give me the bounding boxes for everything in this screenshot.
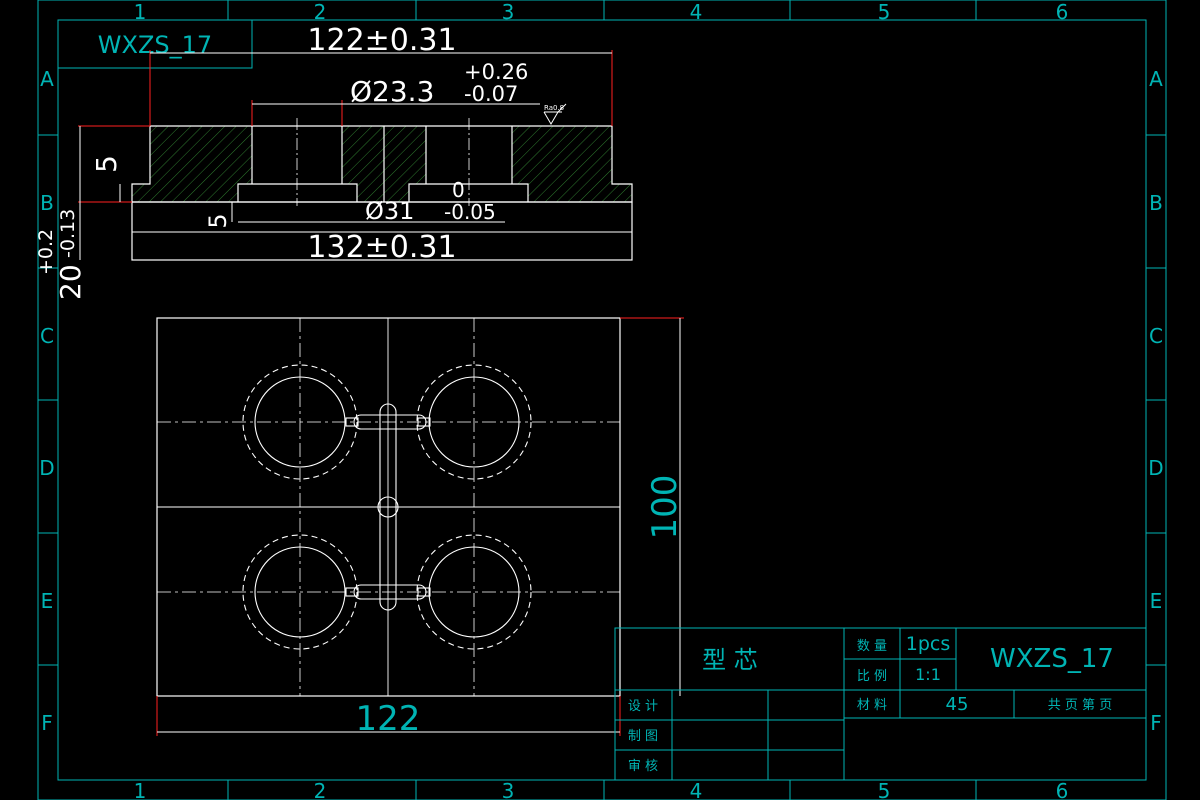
designer-label: 设 计 xyxy=(628,699,658,714)
dim-bore: Ø23.3 xyxy=(350,75,434,108)
row-label-a-right: A xyxy=(1149,67,1163,91)
section-extension-lines xyxy=(78,50,613,203)
row-label-c: C xyxy=(40,324,54,348)
section-view xyxy=(78,50,633,261)
dim-overall-bottom: 132±0.31 xyxy=(307,230,456,265)
row-label-b: B xyxy=(40,191,54,215)
dim-pocket-tol-lower: -0.05 xyxy=(444,200,496,224)
material-value: 45 xyxy=(946,694,969,715)
dim-lower-step: 5 xyxy=(204,213,232,228)
row-label-c-right: C xyxy=(1149,324,1163,348)
roughness-text: Ra0.8 xyxy=(544,104,564,112)
plan-view xyxy=(156,317,684,736)
col-label-5: 5 xyxy=(878,0,891,24)
drawing-number-titleblock: WXZS_17 xyxy=(990,644,1114,674)
section-dimension-lines xyxy=(79,52,632,260)
dim-overall-top: 122±0.31 xyxy=(307,23,456,58)
qty-value: 1pcs xyxy=(906,633,951,655)
col-label-1-bottom: 1 xyxy=(134,779,147,800)
row-label-e: E xyxy=(41,589,54,613)
col-label-3: 3 xyxy=(502,0,515,24)
row-label-d-right: D xyxy=(1148,456,1163,480)
col-label-4: 4 xyxy=(690,0,703,24)
dim-total-height-tol-upper: +0.2 xyxy=(35,229,57,275)
drawing-frame xyxy=(37,0,1167,800)
row-label-d: D xyxy=(39,456,54,480)
section-outline xyxy=(131,125,633,261)
qty-label: 数 量 xyxy=(857,639,887,654)
dim-total-height: 20 xyxy=(54,264,87,300)
plan-dimension-texts: 122 100 xyxy=(356,475,685,739)
dim-bore-tol-lower: -0.07 xyxy=(464,82,518,106)
drafter-label: 制 图 xyxy=(628,729,658,744)
row-label-f: F xyxy=(41,711,53,735)
col-label-2-bottom: 2 xyxy=(314,779,327,800)
row-label-e-right: E xyxy=(1150,589,1163,613)
cavity-hidden-circles xyxy=(242,364,532,650)
cavity-circles xyxy=(254,376,520,638)
material-label: 材 料 xyxy=(857,698,887,713)
dim-plan-height: 100 xyxy=(645,475,685,540)
part-name: 型 芯 xyxy=(702,646,758,674)
runner-system xyxy=(345,403,431,611)
title-block xyxy=(614,627,1147,781)
col-label-6-bottom: 6 xyxy=(1056,779,1069,800)
frame-labels: 1 2 3 4 5 6 1 2 3 4 5 6 A B C D E F A B … xyxy=(39,0,1163,800)
scale-label: 比 例 xyxy=(857,669,887,684)
drawing-number-top: WXZS_17 xyxy=(98,31,212,59)
row-label-a: A xyxy=(40,67,54,91)
sheet-label: 共 页 第 页 xyxy=(1048,698,1112,713)
dim-plan-width: 122 xyxy=(356,699,421,739)
row-label-b-right: B xyxy=(1149,191,1163,215)
dim-total-height-tol-lower: -0.13 xyxy=(57,209,79,258)
dim-step-height: 5 xyxy=(90,155,123,173)
col-label-2: 2 xyxy=(314,0,327,24)
col-label-1: 1 xyxy=(134,0,147,24)
dim-pocket-tol-upper: 0 xyxy=(452,178,465,202)
row-label-f-right: F xyxy=(1150,711,1162,735)
plan-centerlines xyxy=(157,318,620,696)
dim-pocket: Ø31 xyxy=(365,197,414,225)
section-hatch xyxy=(132,126,632,202)
title-block-texts: 型 芯 数 量 1pcs 比 例 1:1 WXZS_17 材 料 45 共 页 … xyxy=(628,633,1114,774)
scale-value: 1:1 xyxy=(915,665,941,684)
section-centerlines xyxy=(296,118,470,206)
col-label-5-bottom: 5 xyxy=(878,779,891,800)
reviewer-label: 审 核 xyxy=(628,759,658,774)
col-label-6: 6 xyxy=(1056,0,1069,24)
col-label-3-bottom: 3 xyxy=(502,779,515,800)
plan-grid-lines xyxy=(157,318,620,696)
dim-bore-tol-upper: +0.26 xyxy=(464,60,528,84)
section-dimension-texts: 122±0.31 Ø23.3 +0.26 -0.07 Ra0.8 5 5 Ø31… xyxy=(35,23,564,300)
plan-dimension-lines xyxy=(156,317,684,736)
col-label-4-bottom: 4 xyxy=(690,779,703,800)
